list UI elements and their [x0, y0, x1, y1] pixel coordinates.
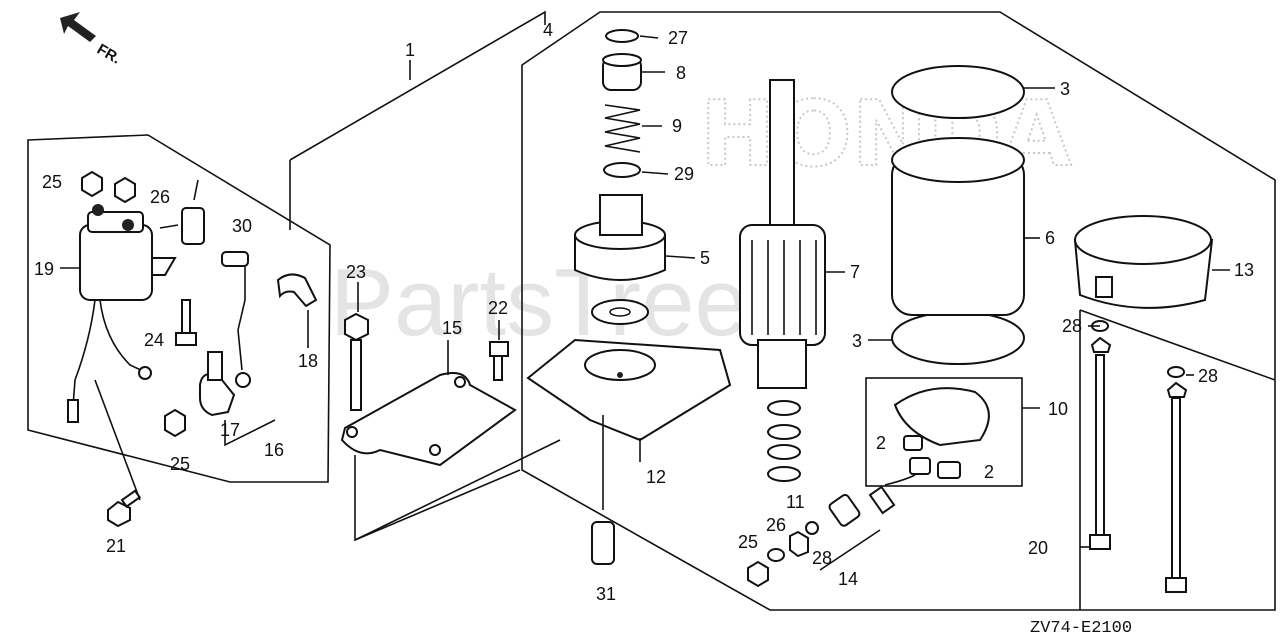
bolt-22-part-icon [489, 341, 509, 381]
diagram-code: ZV74-E2100 [1030, 619, 1132, 638]
o-ring-part-icon [891, 65, 1025, 119]
plate-part-icon [340, 372, 517, 467]
cap-part-icon [181, 207, 205, 245]
callout-28b: 28 [1198, 366, 1218, 386]
callout-21: 21 [106, 536, 126, 556]
front-direction-label: FR. [94, 41, 123, 68]
callout-25b: 25 [170, 454, 190, 474]
callout-4: 4 [543, 20, 553, 40]
callout-11: 11 [786, 492, 805, 512]
callout-6: 6 [1045, 228, 1055, 248]
callout-14: 14 [838, 569, 858, 589]
solenoid-wire [71, 299, 96, 421]
callout-8: 8 [676, 63, 686, 83]
solenoid-group-outline [27, 134, 331, 483]
terminal-cover-part-icon [199, 372, 236, 417]
callout-5: 5 [700, 248, 710, 268]
callout-29: 29 [674, 164, 694, 184]
callout-9: 9 [672, 116, 682, 136]
callout-3a: 3 [1060, 79, 1070, 99]
spring-part-icon [604, 104, 641, 153]
through-bolt-part-icon [1089, 354, 1187, 593]
callout-16: 16 [264, 440, 284, 460]
shim-washer-part-icon [767, 400, 801, 416]
callout-15: 15 [442, 318, 462, 338]
dust-cap-part-icon [591, 521, 615, 565]
callout-2b: 2 [984, 462, 994, 482]
callout-23: 23 [346, 262, 366, 282]
bolt-part-icon [175, 299, 197, 346]
armature-part-icon [739, 79, 826, 389]
washer-part-icon [603, 162, 641, 178]
partstree-watermark: PartsTree [330, 249, 748, 356]
brush-holder-group-outline [865, 377, 1023, 487]
brush-holder-part-icon [893, 387, 990, 447]
callout-12: 12 [646, 467, 666, 487]
bolt-21-part-icon [107, 489, 142, 528]
callout-7: 7 [850, 262, 860, 282]
callout-31: 31 [596, 584, 616, 604]
solenoid-part-icon [79, 204, 177, 301]
terminal-bolt-part-icon [868, 474, 916, 515]
callout-26b: 26 [766, 515, 786, 535]
callout-30: 30 [232, 216, 252, 236]
callout-28a: 28 [1062, 316, 1082, 336]
callout-24: 24 [144, 330, 164, 350]
callout-25a: 25 [42, 172, 62, 192]
callout-1: 1 [405, 40, 415, 60]
callout-27: 27 [668, 28, 688, 48]
assembly-bracket-line [289, 10, 546, 161]
boot-part-icon [276, 273, 318, 308]
nut-part-icon [81, 170, 103, 198]
pinion-gear-part-icon [574, 194, 666, 281]
callout-26a: 26 [150, 187, 170, 207]
callout-13: 13 [1234, 260, 1254, 280]
callout-20: 20 [1028, 538, 1048, 558]
callout-10: 10 [1048, 399, 1068, 419]
snap-ring-part-icon [605, 29, 639, 43]
starter-motor-group-outline [521, 11, 1276, 611]
callout-17: 17 [220, 420, 240, 440]
callout-2a: 2 [876, 433, 886, 453]
front-cover-part-icon [526, 338, 732, 442]
front-direction-arrow-icon [60, 12, 96, 42]
bolt-23-part-icon [344, 312, 369, 411]
yoke-part-icon [891, 137, 1025, 316]
rear-cover-part-icon [1073, 215, 1214, 309]
nut-26-part-icon [789, 530, 809, 558]
callout-25c: 25 [738, 532, 758, 552]
callout-22: 22 [488, 298, 508, 318]
stop-collar-part-icon [602, 53, 642, 91]
callout-28c: 28 [812, 548, 832, 568]
cable-part-icon [224, 257, 246, 371]
callout-3b: 3 [852, 331, 862, 351]
callout-18: 18 [298, 351, 318, 371]
callout-19: 19 [34, 259, 54, 279]
